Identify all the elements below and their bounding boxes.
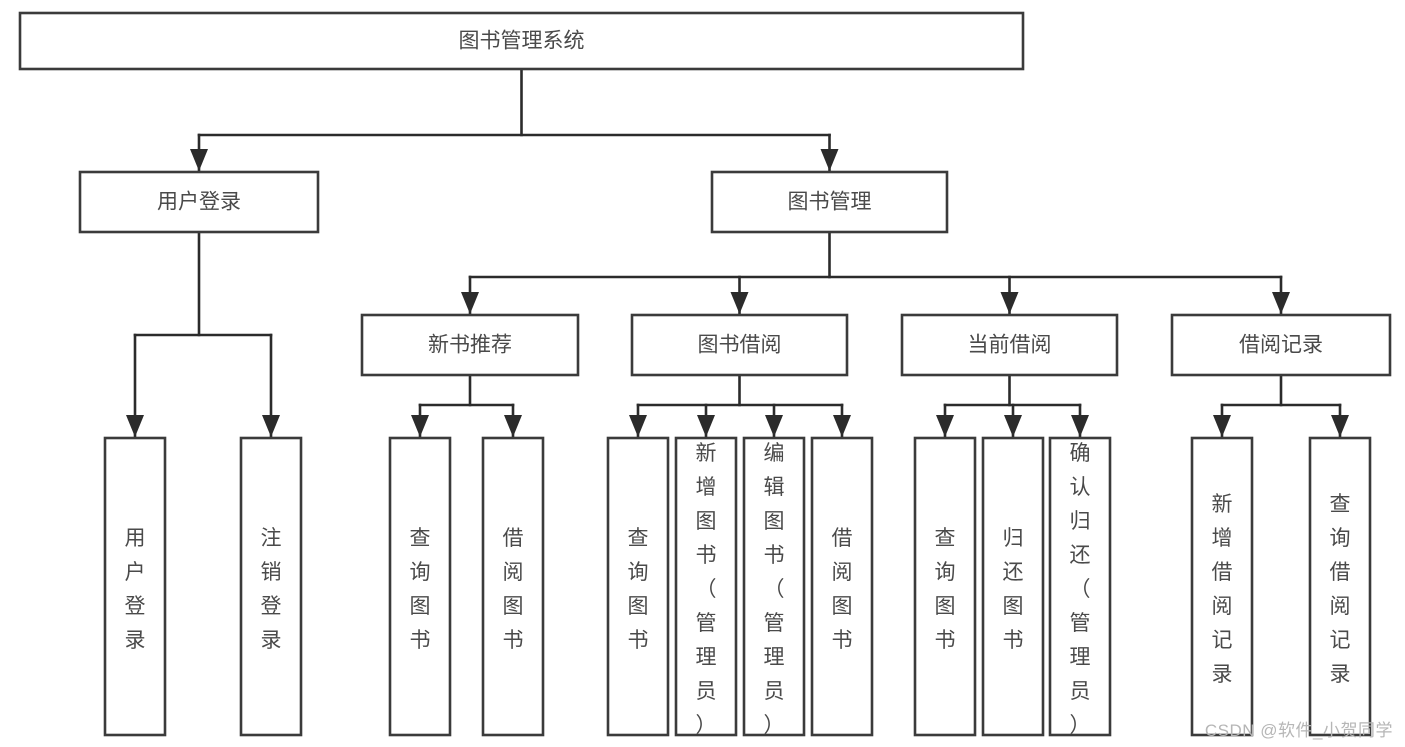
- node-box-leaf-add-record: [1190, 436, 1254, 737]
- node-box-current-borrow: [900, 313, 1119, 377]
- node-box-leaf-logout: [239, 436, 303, 737]
- node-label-root: 图书管理系统: [459, 30, 585, 53]
- arrow-head-icon: [629, 415, 647, 437]
- node-label-leaf-add-record: 新增借阅记录: [1212, 493, 1233, 686]
- watermark-text: CSDN @软件_小贺同学: [1204, 721, 1393, 740]
- node-label-borrow-record: 借阅记录: [1239, 334, 1323, 357]
- arrow-head-icon: [126, 415, 144, 437]
- node-leaf-logout[interactable]: 注销登录: [239, 436, 303, 737]
- arrow-head-icon: [1272, 292, 1290, 314]
- node-label-leaf-query-book-cur: 查询图书: [935, 527, 956, 652]
- arrow-head-icon: [833, 415, 851, 437]
- node-leaf-query-book-cur[interactable]: 查询图书: [913, 436, 977, 737]
- arrow-head-icon: [262, 415, 280, 437]
- node-label-leaf-query-record: 查询借阅记录: [1330, 493, 1351, 686]
- node-book-borrow[interactable]: 图书借阅: [630, 313, 849, 377]
- node-leaf-add-record[interactable]: 新增借阅记录: [1190, 436, 1254, 737]
- node-leaf-borrow-book-bor[interactable]: 借阅图书: [810, 436, 874, 737]
- node-label-leaf-user-login: 用户登录: [125, 527, 146, 652]
- node-box-borrow-record: [1170, 313, 1392, 377]
- arrow-head-icon: [190, 149, 208, 171]
- node-label-current-borrow: 当前借阅: [968, 334, 1052, 357]
- node-box-leaf-add-book: [674, 436, 738, 737]
- node-label-leaf-query-book-rec: 查询图书: [410, 527, 431, 652]
- node-label-leaf-return-book: 归还图书: [1003, 527, 1024, 652]
- arrow-head-icon: [1213, 415, 1231, 437]
- node-leaf-add-book[interactable]: 新增图书（管理员）: [674, 436, 738, 737]
- arrow-head-icon: [765, 415, 783, 437]
- arrow-head-icon: [411, 415, 429, 437]
- arrow-head-icon: [1004, 415, 1022, 437]
- node-root[interactable]: 图书管理系统: [18, 11, 1025, 71]
- node-label-book-manage: 图书管理: [788, 191, 872, 214]
- node-label-leaf-logout: 注销登录: [261, 527, 282, 652]
- node-box-leaf-confirm-return: [1048, 436, 1112, 737]
- arrow-head-icon: [820, 149, 839, 171]
- node-label-leaf-query-book-bor: 查询图书: [628, 527, 649, 652]
- node-leaf-edit-book[interactable]: 编辑图书（管理员）: [742, 436, 806, 737]
- node-book-manage[interactable]: 图书管理: [710, 170, 949, 234]
- connectors-layer: [126, 67, 1349, 439]
- node-leaf-confirm-return[interactable]: 确认归还（管理员）: [1048, 436, 1112, 737]
- node-new-book-recommend[interactable]: 新书推荐: [360, 313, 580, 377]
- arrow-head-icon: [697, 415, 715, 437]
- node-label-leaf-borrow-book-rec: 借阅图书: [503, 527, 524, 652]
- node-label-leaf-edit-book: 编辑图书（管理员）: [764, 442, 785, 737]
- arrow-head-icon: [1071, 415, 1089, 437]
- node-label-book-borrow: 图书借阅: [698, 334, 782, 357]
- node-label-user-login: 用户登录: [157, 191, 241, 214]
- node-leaf-query-book-bor[interactable]: 查询图书: [606, 436, 670, 737]
- node-label-leaf-add-book: 新增图书（管理员）: [696, 442, 717, 737]
- node-box-leaf-query-book-cur: [913, 436, 977, 737]
- node-box-book-manage: [710, 170, 949, 234]
- node-box-new-book-recommend: [360, 313, 580, 377]
- node-box-leaf-query-book-bor: [606, 436, 670, 737]
- node-leaf-query-record[interactable]: 查询借阅记录: [1308, 436, 1372, 737]
- node-box-leaf-borrow-book-rec: [481, 436, 545, 737]
- node-label-leaf-borrow-book-bor: 借阅图书: [832, 527, 853, 652]
- node-user-login[interactable]: 用户登录: [78, 170, 320, 234]
- node-leaf-return-book[interactable]: 归还图书: [981, 436, 1045, 737]
- node-box-leaf-edit-book: [742, 436, 806, 737]
- node-leaf-query-book-rec[interactable]: 查询图书: [388, 436, 452, 737]
- node-leaf-user-login[interactable]: 用户登录: [103, 436, 167, 737]
- arrow-head-icon: [1000, 292, 1019, 314]
- arrow-head-icon: [504, 415, 522, 437]
- arrow-head-icon: [1331, 415, 1349, 437]
- arrow-head-icon: [730, 292, 749, 314]
- arrow-head-icon: [936, 415, 954, 437]
- node-box-book-borrow: [630, 313, 849, 377]
- node-leaf-borrow-book-rec[interactable]: 借阅图书: [481, 436, 545, 737]
- node-box-root: [18, 11, 1025, 71]
- node-box-leaf-query-record: [1308, 436, 1372, 737]
- nodes-layer: 图书管理系统用户登录图书管理新书推荐图书借阅当前借阅借阅记录用户登录注销登录查询…: [18, 11, 1392, 737]
- node-box-user-login: [78, 170, 320, 234]
- node-box-leaf-query-book-rec: [388, 436, 452, 737]
- arrow-head-icon: [461, 292, 479, 314]
- node-label-leaf-confirm-return: 确认归还（管理员）: [1070, 442, 1091, 737]
- node-label-new-book-recommend: 新书推荐: [428, 334, 512, 357]
- node-current-borrow[interactable]: 当前借阅: [900, 313, 1119, 377]
- node-box-leaf-return-book: [981, 436, 1045, 737]
- node-borrow-record[interactable]: 借阅记录: [1170, 313, 1392, 377]
- node-box-leaf-borrow-book-bor: [810, 436, 874, 737]
- node-box-leaf-user-login: [103, 436, 167, 737]
